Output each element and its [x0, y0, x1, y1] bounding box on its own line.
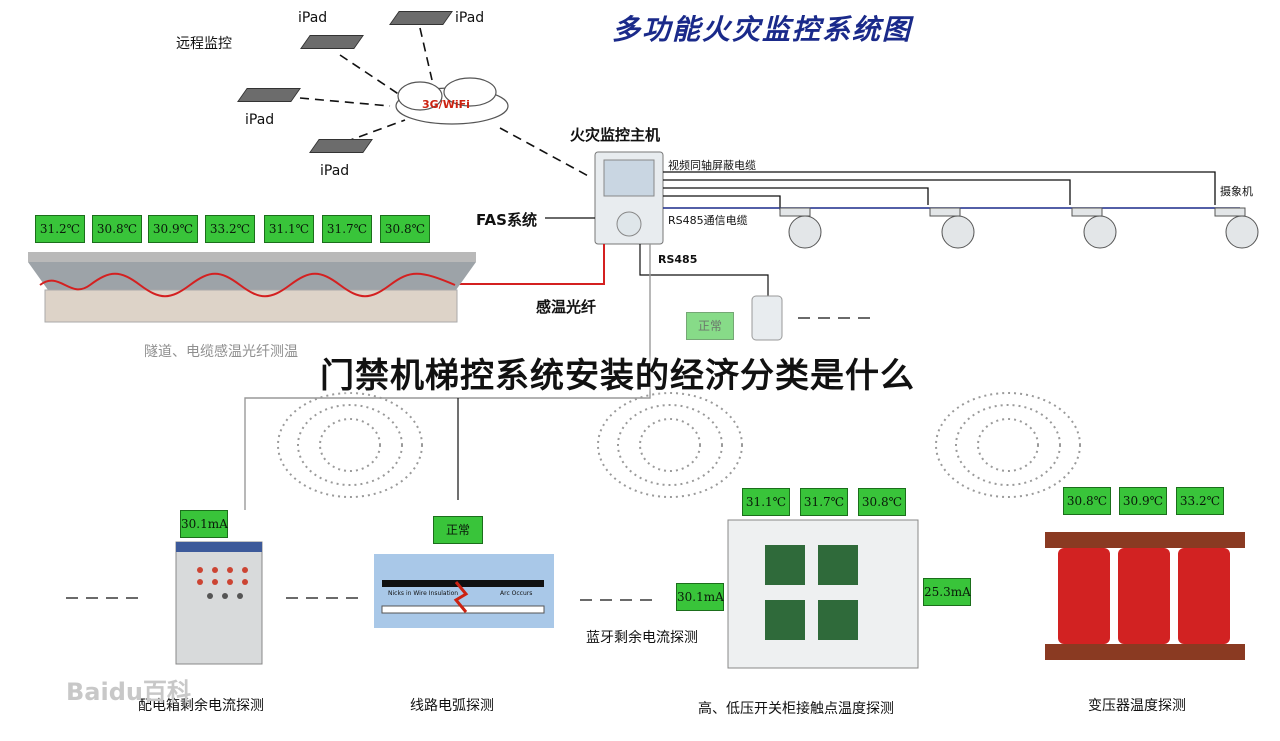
- ipad-icon: [389, 11, 453, 25]
- coax-cable-label: 视频同轴屏蔽电缆: [668, 159, 756, 172]
- tunnel-temp-reading: 30.9℃: [148, 215, 198, 243]
- diagram-title: 多功能火灾监控系统图: [612, 13, 913, 46]
- watermark: Baidu百科: [66, 678, 191, 706]
- rs485-label: RS485: [658, 253, 698, 266]
- rs485-cable-label: RS485通信电缆: [668, 214, 748, 227]
- overlay-headline: 门禁机梯控系统安装的经济分类是什么: [320, 356, 915, 396]
- tunnel-temp-reading: 30.8℃: [380, 215, 430, 243]
- tunnel-caption: 隧道、电缆感温光纤测温: [144, 344, 298, 360]
- arc-fault-inset: [374, 554, 554, 628]
- arc-inset-right-label: Arc Occurs: [500, 590, 533, 597]
- tunnel-temp-reading: 31.2℃: [35, 215, 85, 243]
- distribution-box-icon: [175, 541, 263, 665]
- tunnel-temp-reading: 33.2℃: [205, 215, 255, 243]
- tunnel-temp-reading: 30.8℃: [92, 215, 142, 243]
- ipad-label: iPad: [320, 163, 350, 179]
- tunnel-temp-reading: 31.1℃: [264, 215, 314, 243]
- arc-inset-left-label: Nicks in Wire Insulation: [388, 590, 459, 597]
- ipad-label: iPad: [455, 10, 485, 26]
- camera-icons: [779, 207, 1259, 249]
- distribution-reading: 30.1mA: [180, 510, 228, 538]
- wireless-signal-icons: [277, 392, 1081, 498]
- transformer-temp-reading: 33.2℃: [1176, 487, 1224, 515]
- bluetooth-caption: 蓝牙剩余电流探测: [586, 630, 698, 646]
- wifi-cloud-icon: [395, 77, 509, 125]
- arc-caption: 线路电弧探测: [410, 698, 494, 714]
- host-label: 火灾监控主机: [570, 126, 661, 144]
- switchgear-current-reading: 25.3mA: [923, 578, 971, 606]
- transformer-temp-reading: 30.9℃: [1119, 487, 1167, 515]
- ipad-icon: [309, 139, 373, 153]
- fas-label: FAS系统: [476, 211, 537, 229]
- transformer-caption: 变压器温度探测: [1088, 698, 1186, 714]
- fiber-label: 感温光纤: [536, 298, 597, 316]
- monitor-status-badge: 正常: [686, 312, 734, 340]
- ipad-icon: [237, 88, 301, 102]
- host-unit-icon: [594, 151, 664, 245]
- camera-label: 摄象机: [1220, 185, 1253, 198]
- switchgear-icon: [727, 519, 919, 669]
- bluetooth-reading: 30.1mA: [676, 583, 724, 611]
- transformer-icon: [1045, 532, 1245, 660]
- remote-monitor-label: 远程监控: [176, 36, 232, 52]
- ipad-label: iPad: [298, 10, 328, 26]
- ipad-icon: [300, 35, 364, 49]
- distribution-caption: 配电箱剩余电流探测: [138, 698, 264, 714]
- arc-status: 正常: [433, 516, 483, 544]
- switchgear-temp-reading: 31.1℃: [742, 488, 790, 516]
- cloud-label: 3G/WiFi: [422, 98, 470, 111]
- switchgear-temp-reading: 30.8℃: [858, 488, 906, 516]
- tunnel-cable-icon: [28, 252, 476, 323]
- transformer-temp-reading: 30.8℃: [1063, 487, 1111, 515]
- switchgear-temp-reading: 31.7℃: [800, 488, 848, 516]
- switchgear-caption: 高、低压开关柜接触点温度探测: [698, 701, 894, 717]
- tunnel-temp-reading: 31.7℃: [322, 215, 372, 243]
- ipad-label: iPad: [245, 112, 275, 128]
